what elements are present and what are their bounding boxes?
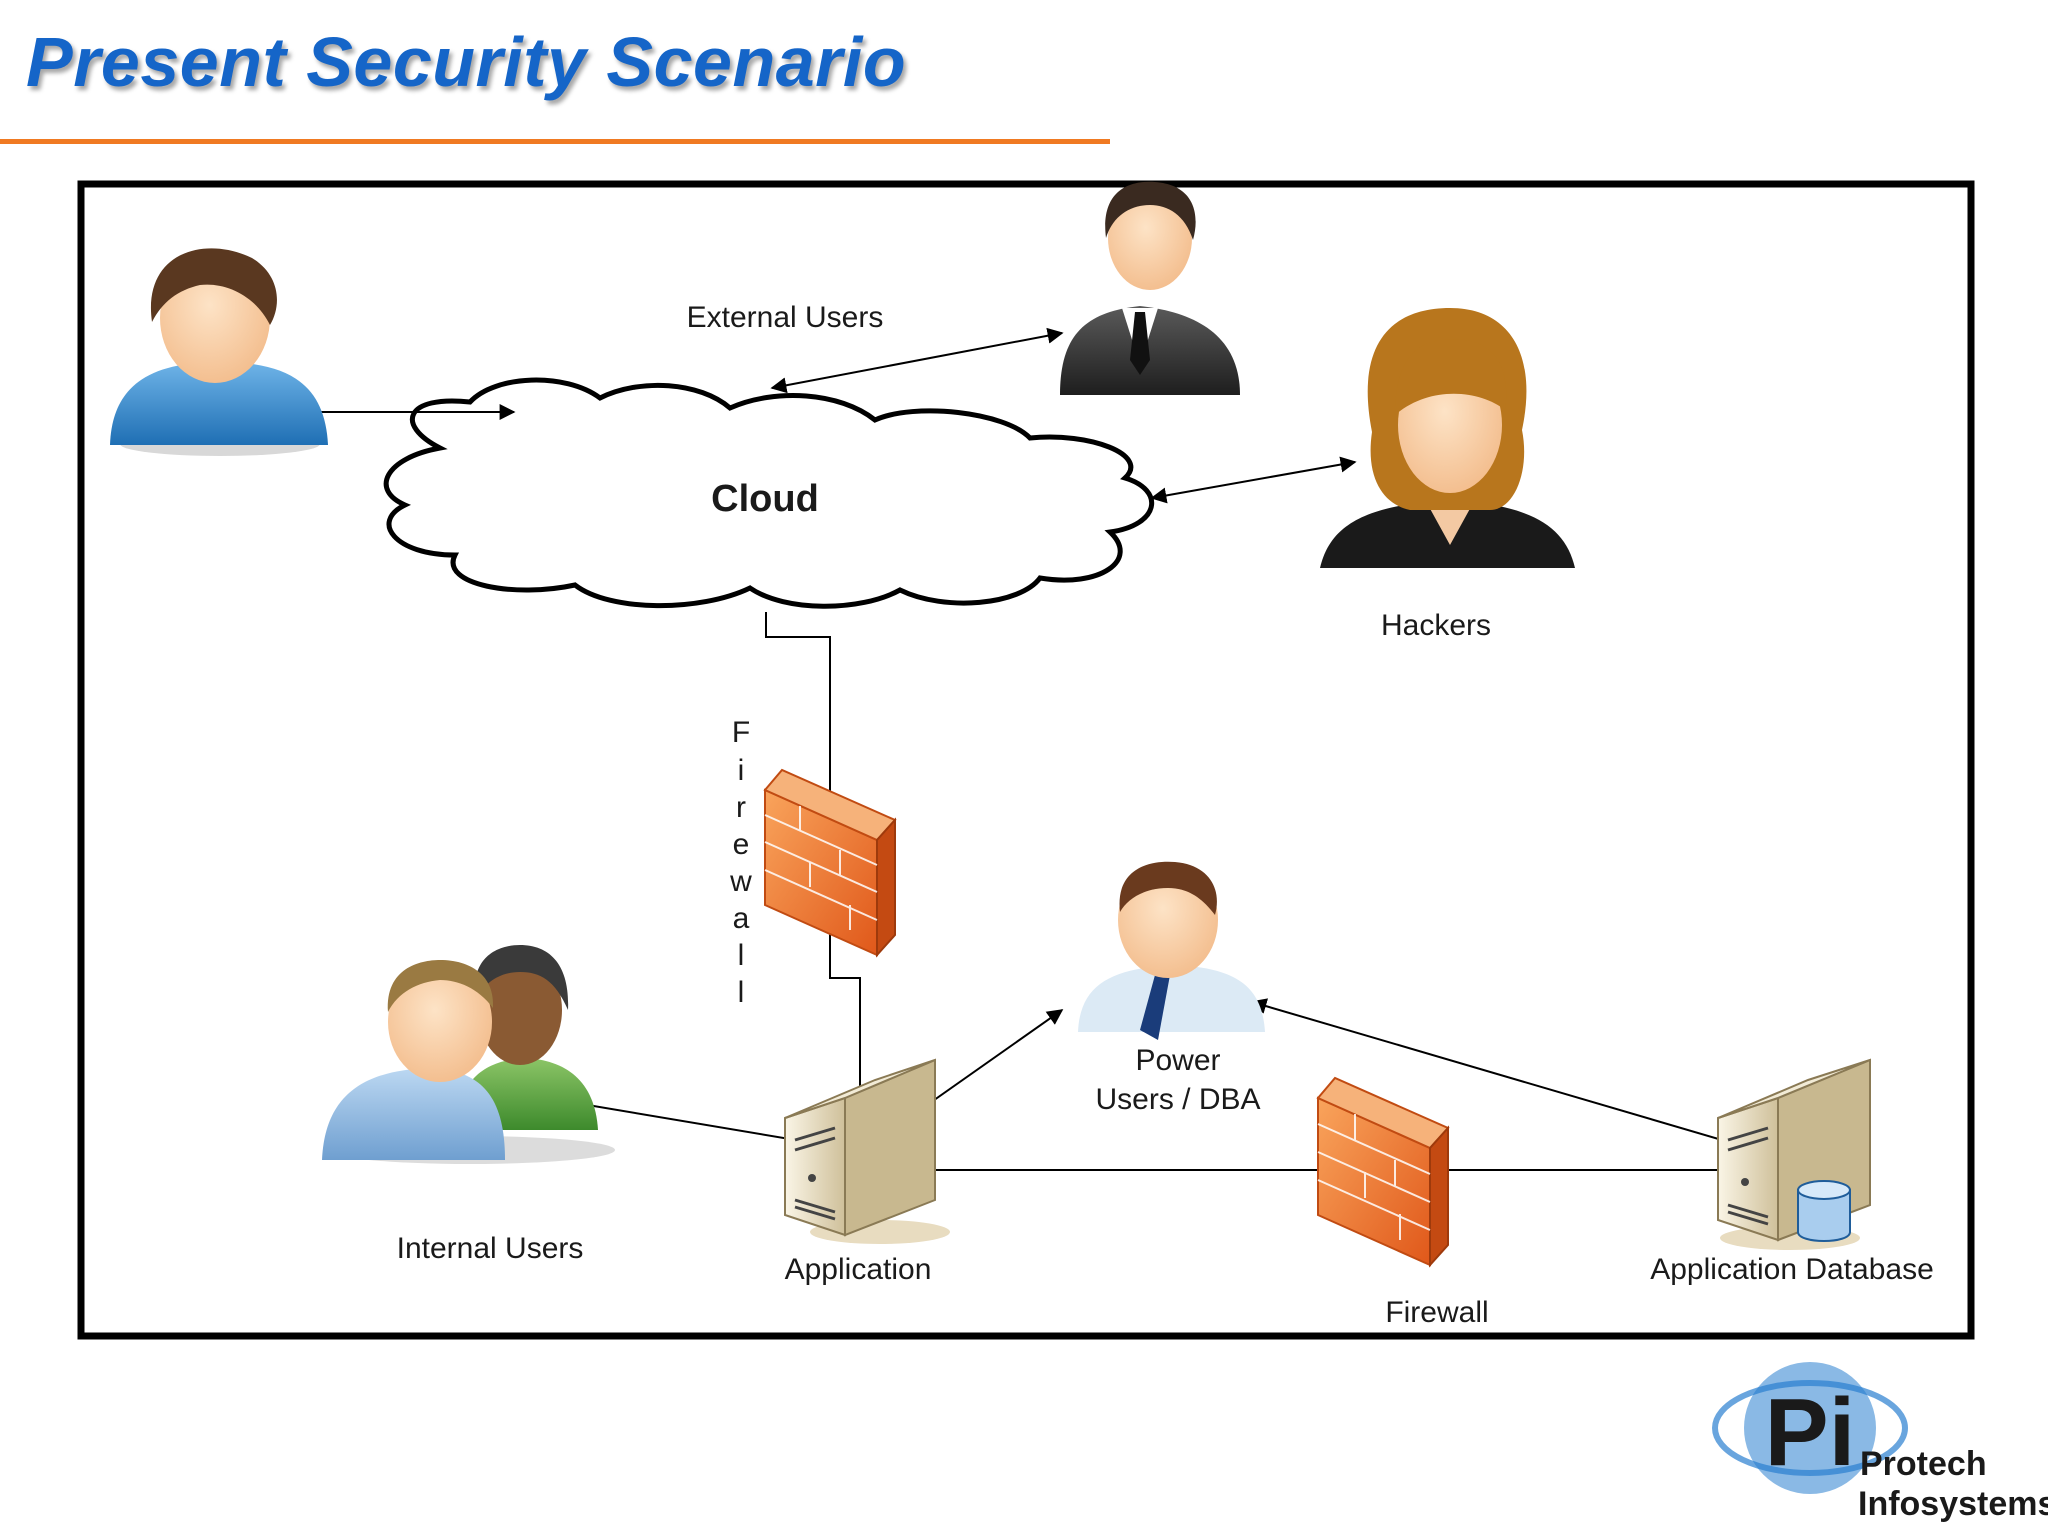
connector-power-user-database xyxy=(1250,998,1792,1164)
external-user-icon xyxy=(1060,181,1240,395)
internal-users-label: Internal Users xyxy=(397,1232,584,1265)
database-cylinder-icon xyxy=(1797,1180,1851,1242)
internal-users-icon xyxy=(322,945,615,1164)
logo-line2: Infosystems xyxy=(1858,1485,2048,1523)
firewall-letter: l xyxy=(738,976,745,1009)
database-server-icon xyxy=(1717,1058,1871,1250)
application-label: Application xyxy=(785,1253,932,1286)
firewall-bottom-icon xyxy=(1316,1076,1450,1268)
connector-cloud-hacker xyxy=(1150,456,1357,504)
logo-initials: Pi xyxy=(1765,1379,1856,1486)
user-icon xyxy=(110,248,328,456)
power-user-icon xyxy=(1078,861,1265,1040)
application-database-label: Application Database xyxy=(1650,1253,1934,1286)
hackers-label: Hackers xyxy=(1381,609,1491,642)
cloud-label: Cloud xyxy=(711,478,819,520)
firewall-letter: w xyxy=(729,865,752,898)
slide-title: Present Security Scenario xyxy=(26,23,907,101)
firewall-letter: i xyxy=(738,754,745,787)
external-users-label: External Users xyxy=(687,301,884,334)
firewall-letter: l xyxy=(738,939,745,972)
firewall-letter: r xyxy=(736,791,746,824)
application-server-icon xyxy=(784,1058,950,1244)
company-logo: Pi Protech Infosystems xyxy=(1712,1362,2048,1523)
diagram-frame xyxy=(77,180,1975,1340)
firewall-letter: a xyxy=(733,902,750,935)
firewall-vertical-label: F i r e w a l l xyxy=(729,716,752,1009)
power-users-label-line1: Power xyxy=(1135,1044,1220,1077)
firewall-vertical-icon xyxy=(763,768,897,958)
cloud-icon xyxy=(383,377,1155,609)
firewall-letter: F xyxy=(732,716,750,749)
logo-line1: Protech xyxy=(1860,1445,1987,1483)
connector-cloud-external-user xyxy=(770,327,1064,394)
title-divider xyxy=(0,139,1110,144)
firewall-bottom-label: Firewall xyxy=(1385,1296,1488,1329)
hacker-icon xyxy=(1320,308,1575,568)
firewall-letter: e xyxy=(733,828,750,861)
power-users-label-line2: Users / DBA xyxy=(1095,1083,1260,1116)
